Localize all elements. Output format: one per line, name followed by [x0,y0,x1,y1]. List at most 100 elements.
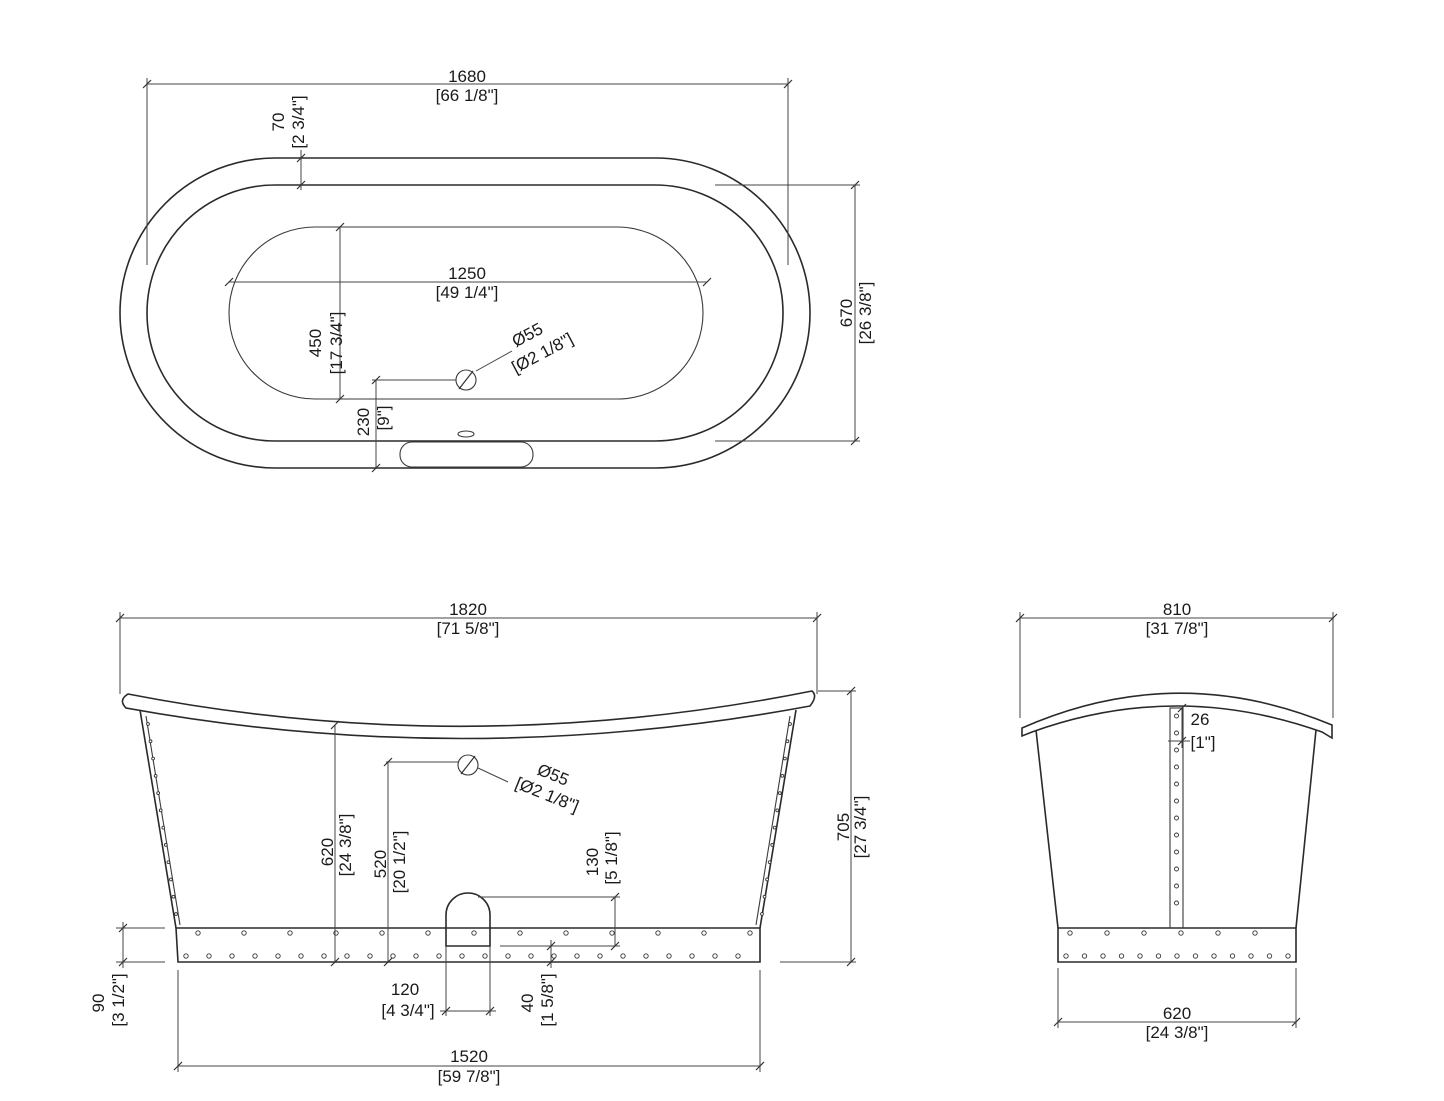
rivet-dot [275,953,281,959]
rivet-dot [333,930,339,936]
rivet-dot [344,953,350,959]
dim-inner-length-mm: 1250 [448,264,486,283]
outer-rim-outline [119,157,811,469]
rivet-dot [1174,815,1179,821]
side-view: 1820 [71 5/8"] Ø55 [Ø2 1/8"] 620 [24 3/8… [89,600,870,1086]
rivet-dot [783,756,787,761]
end-body-wall-left [1035,729,1059,929]
rivet-dot [146,722,150,726]
inner-rim-outline [146,184,784,442]
rivet-dot [1174,747,1179,753]
rivet-dot [1285,953,1291,959]
rivet-dot [379,930,385,936]
waste-outlet [445,892,491,947]
overflow-circle [457,754,479,776]
rivet-dot [252,953,258,959]
dim-side-length-inch: [71 5/8"] [437,619,500,638]
rivet-dot [1174,900,1179,906]
rivet-dot [775,808,780,813]
dim-base-band-mm: 90 [89,994,108,1013]
rivet-dot [1174,713,1179,719]
dim-inner-width-mm: 450 [306,329,325,357]
end-rim [1021,692,1333,740]
dim-overall-width-mm: 670 [837,299,856,327]
rivet-dot [169,877,173,882]
dim-end-base-mm: 620 [1163,1004,1191,1023]
rivet-dot [1174,781,1179,787]
rivet-dot [166,860,171,865]
rivet-dot [206,953,212,959]
rivet-dot [762,894,767,899]
rivet-dot [298,953,304,959]
rivet-dot [174,912,178,916]
side-rim [121,690,816,740]
dim-drain-offset-inch: [9"] [374,406,393,431]
rivet-dot [747,930,753,936]
rivet-dot [770,843,775,847]
rivet-dot [1155,953,1162,959]
rivet-dot [655,930,661,936]
rivet-dot [767,860,772,865]
rivet-dot [161,825,166,830]
rivet-dot [482,953,488,959]
end-rivet-row [1063,930,1291,959]
rivet-dot [1063,953,1069,959]
side-base-band [175,927,761,963]
rivet-dot [712,953,718,959]
rivet-dot [1118,953,1125,959]
dim-base-length-inch: [59 7/8"] [438,1067,501,1086]
dim-drain-offset-mm: 230 [354,408,373,436]
side-rivet-row [183,930,753,959]
rivet-dot [1229,953,1236,959]
rivet-dot [1174,832,1179,838]
top-view: 1680 [66 1/8"] 70 [2 3/4"] 1250 [49 1/4"… [119,67,875,473]
dim-overflow-height-inch: [20 1/2"] [390,831,409,894]
rivet-dot [1081,953,1088,959]
rivet-dot [1178,930,1184,936]
dim-base-length-mm: 1520 [450,1047,488,1066]
rivet-dot [735,953,741,959]
side-body-wall-right [759,709,797,929]
end-seam-rivets [1174,713,1179,906]
dim-waste-height-inch: [5 1/8"] [602,831,621,884]
rivet-dot [772,825,777,830]
dim-end-width-mm: 810 [1163,600,1191,619]
rivet-dot [367,953,373,959]
rivet-dot [459,953,465,959]
basin-floor-outline [228,226,704,400]
dim-rim-thickness-inch: [1"] [1191,733,1216,752]
rivet-dot [1137,953,1143,959]
dim-side-length-mm: 1820 [449,600,487,619]
side-body-wall-left [139,709,177,929]
end-seam-strip [1169,707,1184,929]
dim-waste-width-mm: 120 [391,980,419,999]
rivet-dot [620,953,626,959]
dim-rim-thickness-mm: 26 [1191,710,1210,729]
rivet-dot [609,930,615,936]
end-base-band [1057,927,1297,963]
rivet-dot [1266,953,1273,959]
dim-inner-length-inch: [49 1/4"] [436,283,499,302]
rivet-dot [666,953,672,959]
rivet-dot [436,953,442,959]
rivet-dot [517,930,523,936]
rivet-dot [287,930,293,936]
rivet-dot [551,953,557,959]
dim-rim-width-inch: [2 3/4"] [289,95,308,148]
rivet-dot [1192,953,1199,959]
end-view: 810 [31 7/8"] 26 [1"] 620 [24 3/8"] [1015,600,1338,1042]
dim-waste-width-inch: [4 3/4"] [381,1001,434,1020]
rivet-dot [153,773,158,778]
rivet-dot [574,953,580,959]
rivet-dot [229,953,235,959]
rivet-dot [777,791,782,795]
dim-waste-base-offset-inch: [1 5/8"] [538,973,557,1026]
side-body-edge-right [755,715,791,926]
rivet-dot [1211,953,1217,959]
dim-end-base-inch: [24 3/8"] [1146,1023,1209,1042]
rivet-dot [1174,764,1179,770]
rivet-dot [563,930,569,936]
rivet-dot [156,791,161,795]
dim-overall-length-mm: 1680 [448,67,486,86]
rivet-dot [1174,798,1179,804]
